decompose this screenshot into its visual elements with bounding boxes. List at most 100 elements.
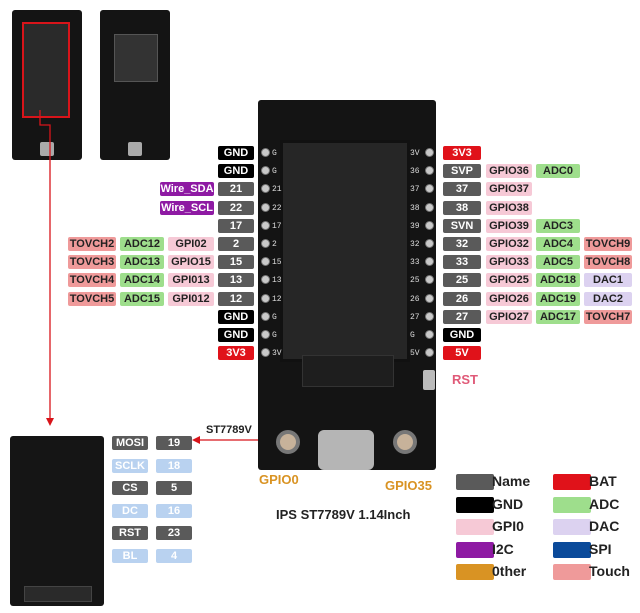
legend-label: Name xyxy=(492,473,531,489)
spi-num-label: 5 xyxy=(156,481,192,495)
spi-name-label: MOSI xyxy=(112,436,148,450)
silk-label: 3V xyxy=(410,149,420,158)
header-pin xyxy=(261,348,270,358)
header-pin xyxy=(425,293,434,303)
legend-swatch xyxy=(553,474,591,490)
touch-label: TOVCH3 xyxy=(68,255,116,270)
pin-label: SVN xyxy=(443,218,481,233)
adc-label: ADC15 xyxy=(120,291,164,306)
pin-label: GND xyxy=(443,328,481,342)
silk-label: 25 xyxy=(410,276,420,286)
adc-label: ADC4 xyxy=(536,237,580,251)
pin-label: 25 xyxy=(443,273,481,288)
gpio-label: GPI013 xyxy=(168,273,214,288)
silk-label: G xyxy=(410,331,415,340)
gpio-label: GPI02 xyxy=(168,237,214,251)
adc-label: ADC19 xyxy=(536,291,580,306)
rst-button[interactable] xyxy=(423,370,435,390)
pin-label: SVP xyxy=(443,164,481,179)
legend-swatch xyxy=(553,519,591,535)
main-board xyxy=(258,100,436,470)
silk-label: 5V xyxy=(410,349,420,359)
header-pin xyxy=(425,184,434,194)
spi-name-label: RST xyxy=(112,526,148,540)
header-pin xyxy=(425,239,434,248)
spi-name-label: SCLK xyxy=(112,458,148,473)
silk-label: 13 xyxy=(272,276,282,286)
header-pin xyxy=(261,202,270,212)
pin-label: 26 xyxy=(443,291,481,306)
gpio35-button[interactable] xyxy=(393,430,417,454)
header-pin xyxy=(425,166,434,176)
thumbnail-front xyxy=(12,10,82,160)
silk-label: 3V xyxy=(272,349,282,359)
legend-swatch xyxy=(456,564,494,580)
gpio0-label: GPIO0 xyxy=(259,472,299,487)
pin-label: 22 xyxy=(218,200,254,215)
adc-label: ADC13 xyxy=(120,255,164,270)
rst-label: RST xyxy=(452,372,478,387)
pin-label: GND xyxy=(218,146,254,160)
pin-label: 12 xyxy=(218,291,254,306)
silk-label: G xyxy=(272,312,277,322)
header-pin xyxy=(425,220,434,230)
adc-label: ADC14 xyxy=(120,273,164,288)
legend-swatch xyxy=(553,496,591,513)
legend-label: 0ther xyxy=(492,563,527,579)
adc-label: ADC5 xyxy=(536,255,580,270)
gpio-label: GPIO25 xyxy=(486,273,532,288)
thumbnail-back-usb xyxy=(128,142,142,156)
legend-label: SPI xyxy=(589,540,612,557)
header-pin xyxy=(425,148,434,157)
header-pin xyxy=(261,166,270,176)
legend-label: ADC xyxy=(589,495,620,512)
spi-num-label: 16 xyxy=(156,503,192,518)
adc-label: ADC3 xyxy=(536,218,580,233)
pin-label: 17 xyxy=(218,218,254,233)
silk-label: 15 xyxy=(272,258,282,268)
header-pin xyxy=(425,330,434,339)
extra-label: TOVCH9 xyxy=(584,237,632,251)
spi-name-label: DC xyxy=(112,503,148,518)
gpio-label: GPIO27 xyxy=(486,309,532,324)
header-pin xyxy=(425,202,434,212)
pin-label: GND xyxy=(218,309,254,324)
silk-label: 37 xyxy=(410,185,420,195)
silk-label: 27 xyxy=(410,312,420,322)
legend-swatch xyxy=(553,564,591,580)
pin-label: 27 xyxy=(443,309,481,324)
pin-label: GND xyxy=(218,328,254,342)
thumbnail-back xyxy=(100,10,170,160)
adc-label: ADC17 xyxy=(536,309,580,324)
header-pin xyxy=(261,148,270,157)
standalone-display xyxy=(10,436,104,606)
gpio0-button[interactable] xyxy=(276,430,300,454)
gpio-label: GPI012 xyxy=(168,291,214,306)
silk-label: G xyxy=(272,167,277,177)
i2c-label: Wire_SCL xyxy=(160,200,214,215)
header-pin xyxy=(425,348,434,358)
header-pin xyxy=(261,257,270,267)
silk-label: 12 xyxy=(272,294,282,304)
legend-label: GND xyxy=(492,495,524,512)
silk-label: 22 xyxy=(272,203,282,213)
spi-num-label: 19 xyxy=(156,436,192,450)
silk-label: 32 xyxy=(410,240,420,249)
header-pin xyxy=(261,275,270,285)
header-pin xyxy=(261,311,270,321)
extra-label: DAC2 xyxy=(584,291,632,306)
spi-num-label: 18 xyxy=(156,458,192,473)
legend-swatch xyxy=(456,474,494,490)
pin-label: 38 xyxy=(443,200,481,215)
pin-label: 15 xyxy=(218,255,254,270)
standalone-display-flex xyxy=(24,586,92,602)
touch-label: TOVCH5 xyxy=(68,291,116,306)
board-display xyxy=(280,140,410,362)
silk-label: 36 xyxy=(410,167,420,177)
silk-label: 17 xyxy=(272,221,282,231)
header-pin xyxy=(425,311,434,321)
extra-label: TOVCH8 xyxy=(584,255,632,270)
legend-label: BAT xyxy=(589,473,617,489)
pin-label: 5V xyxy=(443,346,481,361)
extra-label: DAC1 xyxy=(584,273,632,288)
